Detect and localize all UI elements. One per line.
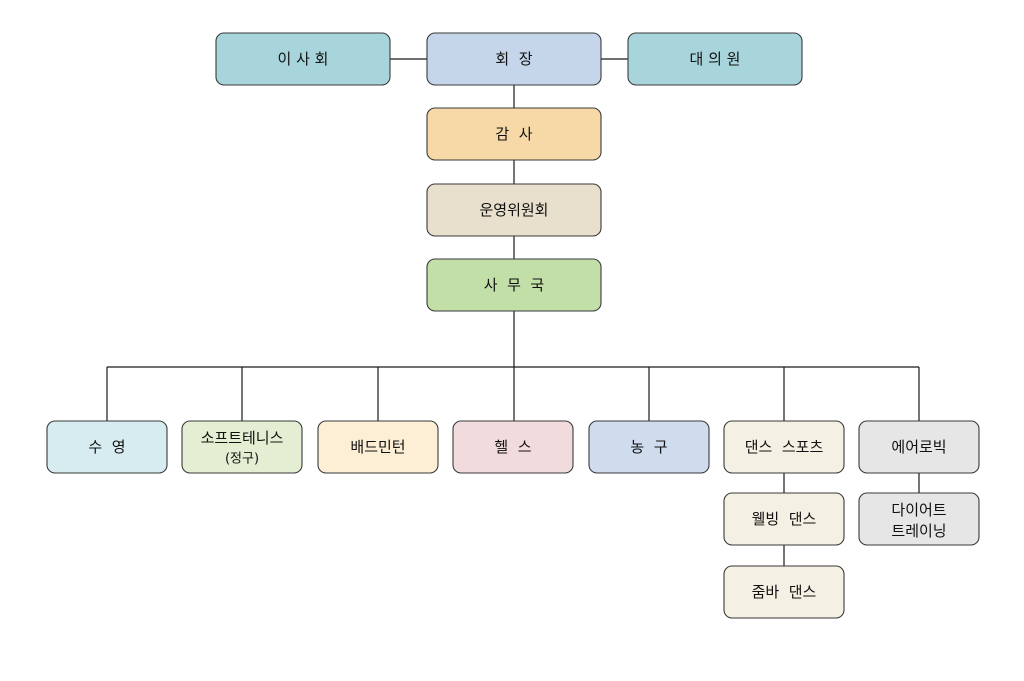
node-label-delegates: 대 의 원 bbox=[690, 50, 741, 68]
node-box-health bbox=[452, 420, 574, 474]
node-label-zumba: 줌바 댄스 bbox=[752, 583, 817, 601]
node-swimming: 수 영 bbox=[46, 420, 168, 474]
node-label-committee: 운영위원회 bbox=[479, 201, 548, 219]
node-box-zumba bbox=[723, 565, 845, 619]
node-box-committee bbox=[426, 183, 602, 237]
node-label-board: 이 사 회 bbox=[278, 50, 329, 68]
node-label-diet-1: 다이어트 bbox=[891, 501, 946, 519]
node-label-diet-2: 트레이닝 bbox=[891, 522, 946, 540]
node-health: 헬 스 bbox=[452, 420, 574, 474]
node-box-swimming bbox=[46, 420, 168, 474]
node-box-president bbox=[426, 32, 602, 86]
node-label-secretariat: 사 무 국 bbox=[484, 276, 545, 294]
node-badminton: 배드민턴 bbox=[317, 420, 439, 474]
node-zumba: 줌바 댄스 bbox=[723, 565, 845, 619]
node-label-wellbeing: 웰빙 댄스 bbox=[752, 510, 817, 528]
node-box-badminton bbox=[317, 420, 439, 474]
node-label-health: 헬 스 bbox=[494, 438, 531, 456]
node-box-auditor bbox=[426, 107, 602, 161]
node-board: 이 사 회 bbox=[215, 32, 391, 86]
node-aerobic: 에어로빅 bbox=[858, 420, 980, 474]
node-basketball: 농 구 bbox=[588, 420, 710, 474]
node-secretariat: 사 무 국 bbox=[426, 258, 602, 312]
node-box-diet bbox=[858, 492, 980, 546]
node-label-dancesport: 댄스 스포츠 bbox=[745, 438, 824, 456]
node-box-aerobic bbox=[858, 420, 980, 474]
node-delegates: 대 의 원 bbox=[627, 32, 803, 86]
node-label-basketball: 농 구 bbox=[630, 438, 667, 456]
node-auditor: 감 사 bbox=[426, 107, 602, 161]
node-label-softtennis-2: (정구) bbox=[225, 452, 259, 467]
node-dancesport: 댄스 스포츠 bbox=[723, 420, 845, 474]
node-box-board bbox=[215, 32, 391, 86]
node-softtennis: 소프트테니스 (정구) bbox=[181, 420, 303, 474]
node-label-aerobic: 에어로빅 bbox=[891, 438, 946, 456]
node-box-wellbeing bbox=[723, 492, 845, 546]
node-president: 회 장 bbox=[426, 32, 602, 86]
node-box-delegates bbox=[627, 32, 803, 86]
node-label-softtennis-1: 소프트테니스 bbox=[201, 429, 284, 447]
node-committee: 운영위원회 bbox=[426, 183, 602, 237]
node-label-president: 회 장 bbox=[495, 50, 532, 68]
node-box-softtennis bbox=[181, 420, 303, 474]
node-label-swimming: 수 영 bbox=[88, 438, 125, 456]
node-box-dancesport bbox=[723, 420, 845, 474]
node-label-badminton: 배드민턴 bbox=[350, 438, 405, 456]
node-box-secretariat bbox=[426, 258, 602, 312]
node-box-basketball bbox=[588, 420, 710, 474]
node-wellbeing: 웰빙 댄스 bbox=[723, 492, 845, 546]
node-label-auditor: 감 사 bbox=[495, 125, 532, 143]
